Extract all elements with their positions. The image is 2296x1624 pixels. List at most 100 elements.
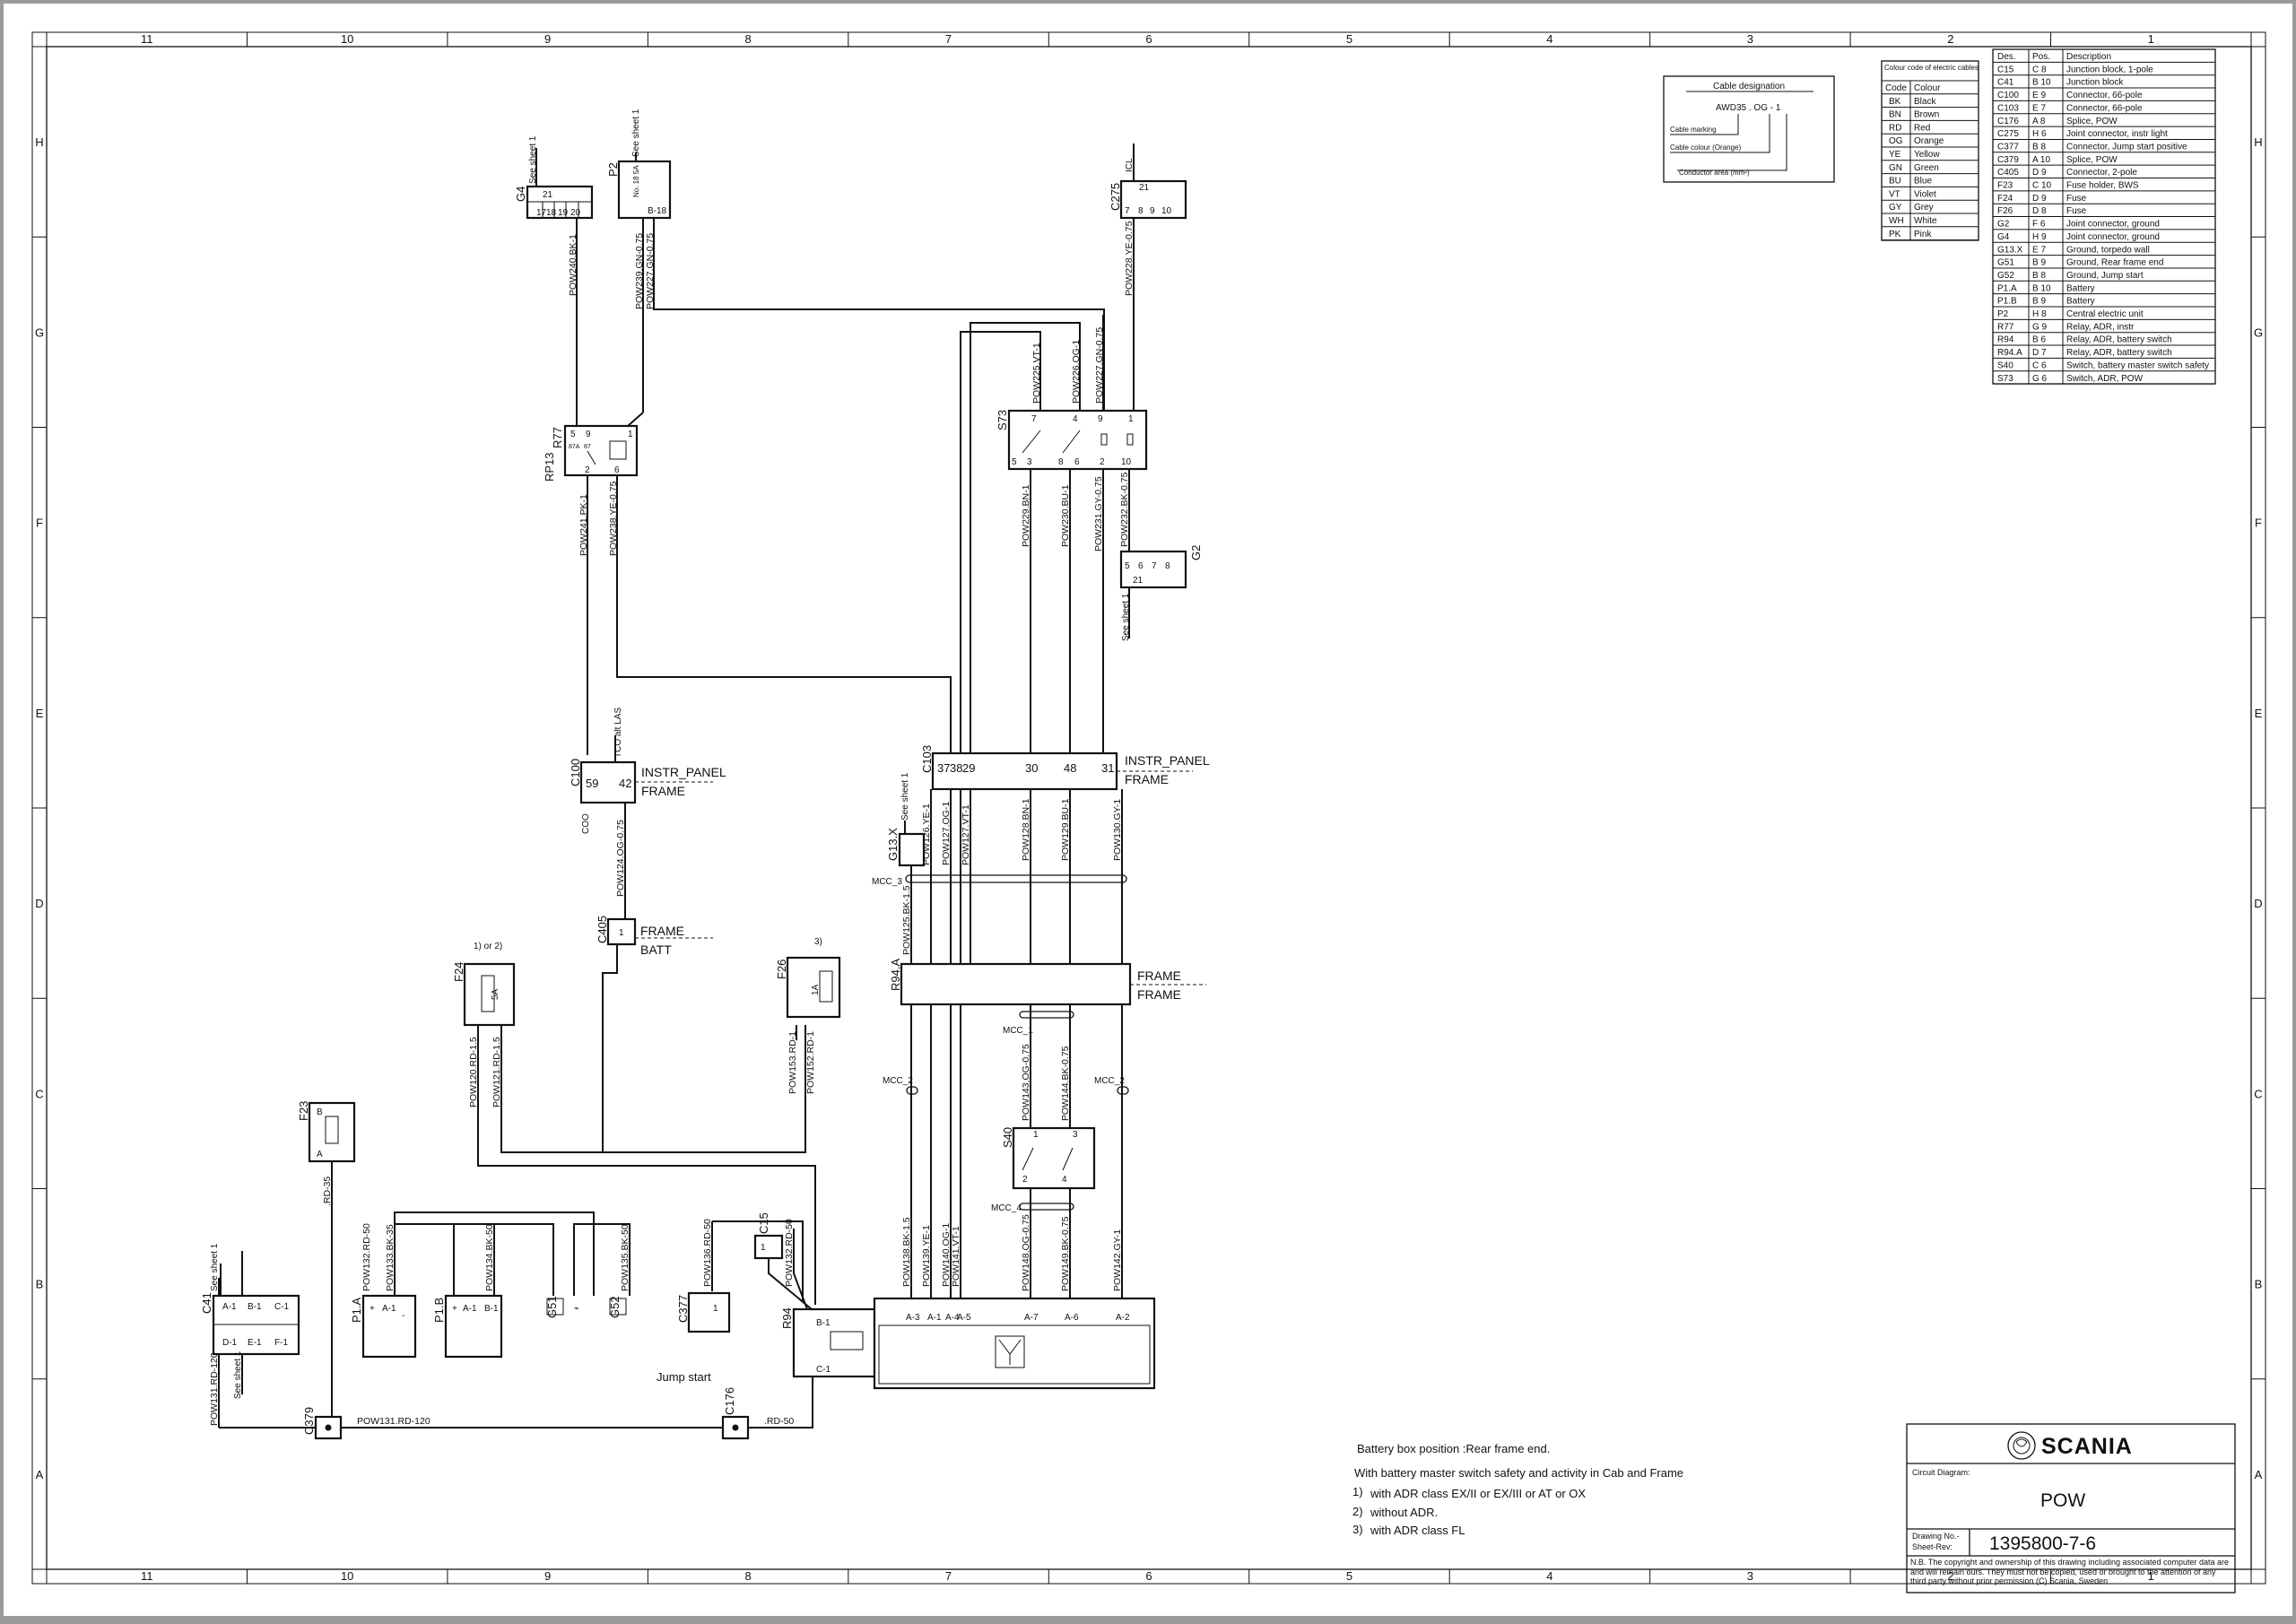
- svg-text:9: 9: [1098, 414, 1103, 424]
- svg-text:1: 1: [619, 928, 624, 938]
- svg-text:5: 5: [1012, 457, 1017, 467]
- colour-code-rd: RD: [1889, 123, 1901, 133]
- wire-pow126: POW126.YE-1: [921, 803, 932, 865]
- comp-pos-g52: B 8: [2032, 271, 2046, 281]
- conductor-area-label: Conductor area (mm²): [1679, 169, 1750, 177]
- svg-text:21: 21: [1133, 576, 1144, 586]
- comp-des-c405: C405: [1997, 168, 2019, 178]
- mcc2-label-a: MCC_2: [883, 1076, 913, 1086]
- svg-text:3: 3: [1027, 457, 1032, 467]
- c405-connector[interactable]: 1: [606, 917, 713, 946]
- comp-desc-r94a: Relay, ADR, battery switch: [2066, 348, 2172, 358]
- f26-fuse[interactable]: [786, 956, 841, 1019]
- instr-panel-c103: INSTR_PANEL: [1125, 753, 1210, 768]
- label-g13x: G13.X: [886, 828, 900, 861]
- grid-col-bottom-9: 9: [544, 1569, 551, 1583]
- g52-ground-jump-start[interactable]: [609, 1298, 627, 1316]
- svg-text:8: 8: [1138, 206, 1144, 216]
- comp-desc-g52: Ground, Jump start: [2066, 271, 2144, 281]
- svg-text:A-6: A-6: [1065, 1313, 1079, 1323]
- r94a-relay-adr-battery-switch[interactable]: [900, 962, 1206, 1006]
- label-c100: C100: [569, 759, 582, 786]
- grid-col-top-4: 4: [1546, 32, 1552, 46]
- svg-text:B: B: [317, 1107, 323, 1117]
- svg-text:87A: 87A: [569, 444, 580, 450]
- svg-text:8: 8: [1165, 561, 1170, 571]
- comp-desc-p1a: Battery: [2066, 283, 2095, 293]
- grid-row-right-A: A: [2255, 1468, 2263, 1481]
- note-2: without ADR.: [1370, 1506, 1438, 1519]
- icl-label: ICL: [1125, 158, 1135, 172]
- svg-text:29: 29: [962, 761, 975, 775]
- g13x-ground-torpedo-wall[interactable]: [898, 821, 926, 867]
- svg-text:5: 5: [1125, 561, 1130, 571]
- sheet-rev-label: Sheet-Rev:: [1912, 1542, 1952, 1551]
- comp-des-s40: S40: [1997, 360, 2013, 370]
- svg-text:A-1: A-1: [382, 1304, 396, 1314]
- wire-pow241: POW241.PK-1: [578, 494, 589, 556]
- svg-text:A-3: A-3: [906, 1313, 920, 1323]
- comp-pos-r94: B 6: [2032, 335, 2046, 345]
- comp-desc-c377: Connector, Jump start positive: [2066, 142, 2187, 152]
- svg-text:A-5: A-5: [957, 1313, 971, 1323]
- c377-connector-jump-start[interactable]: 1: [687, 1291, 731, 1333]
- svg-text:1: 1: [761, 1243, 766, 1253]
- colour-table-title: Colour code of electric cables: [1884, 64, 1979, 72]
- svg-text:2: 2: [1022, 1175, 1028, 1185]
- frame-c405: FRAME: [640, 924, 684, 938]
- colour-name-pk: Pink: [1914, 230, 1932, 239]
- wire-pow140: POW140.OG-1: [941, 1223, 952, 1287]
- f24-fuse[interactable]: [463, 962, 516, 1027]
- grid-col-bottom-3: 3: [1747, 1569, 1753, 1583]
- grid-col-bottom-11: 11: [141, 1569, 153, 1583]
- svg-text:5: 5: [570, 430, 576, 439]
- cable-designation-box[interactable]: Cable designation AWD35 . OG - 1 Cable m…: [1663, 75, 1835, 183]
- grid-row-right-G: G: [2254, 326, 2263, 339]
- p2-central-electric-unit[interactable]: B-18: [617, 152, 672, 220]
- label-c405: C405: [596, 916, 609, 943]
- r94-relay-adr-battery-switch[interactable]: B-1C-1: [792, 1307, 876, 1378]
- c176-splice[interactable]: [721, 1415, 750, 1440]
- mcc1-label: MCC_1: [1003, 1026, 1033, 1036]
- label-f24: F24: [452, 962, 465, 982]
- grid-col-bottom-8: 8: [744, 1569, 751, 1583]
- g51-ground-rear-frame[interactable]: ⌁: [546, 1298, 579, 1316]
- grid-row-left-A: A: [36, 1468, 44, 1481]
- frame-r94a-1: FRAME: [1137, 968, 1181, 983]
- comp-pos-c100: E 9: [2032, 91, 2046, 100]
- wire-pow144: POW144.BK-0.75: [1060, 1046, 1071, 1121]
- svg-text:21: 21: [1139, 183, 1150, 193]
- p1a-battery[interactable]: +A-1-: [361, 1294, 417, 1359]
- f23-fuse-holder-bws[interactable]: BA: [308, 1101, 356, 1163]
- comp-desc-s73: Switch, ADR, POW: [2066, 374, 2144, 384]
- wire-pow240: POW240.BK-1: [568, 234, 578, 296]
- wire-pow133: POW133.BK-35: [385, 1224, 396, 1291]
- comp-des-g52: G52: [1997, 271, 2014, 281]
- c379-splice[interactable]: [314, 1415, 343, 1440]
- c15-junction-block[interactable]: 1: [753, 1234, 784, 1260]
- comp-desc-g13x: Ground, torpedo wall: [2066, 245, 2150, 255]
- svg-text:9: 9: [586, 430, 591, 439]
- label-g51: G51: [545, 1296, 559, 1318]
- colour-code-bu: BU: [1889, 177, 1901, 187]
- wire-pow225: POW225.VT-1: [1031, 343, 1042, 404]
- grid-col-top-9: 9: [544, 32, 551, 46]
- grid-row-right-B: B: [2255, 1278, 2263, 1291]
- see-sheet-c41b: See sheet 1: [233, 1350, 243, 1399]
- f26-note: 3): [814, 937, 822, 947]
- comp-des-c41: C41: [1997, 78, 2014, 88]
- comp-pos-c15: C 8: [2032, 65, 2047, 74]
- circuit-name: POW: [2040, 1490, 2085, 1511]
- svg-text:B-1: B-1: [248, 1302, 262, 1312]
